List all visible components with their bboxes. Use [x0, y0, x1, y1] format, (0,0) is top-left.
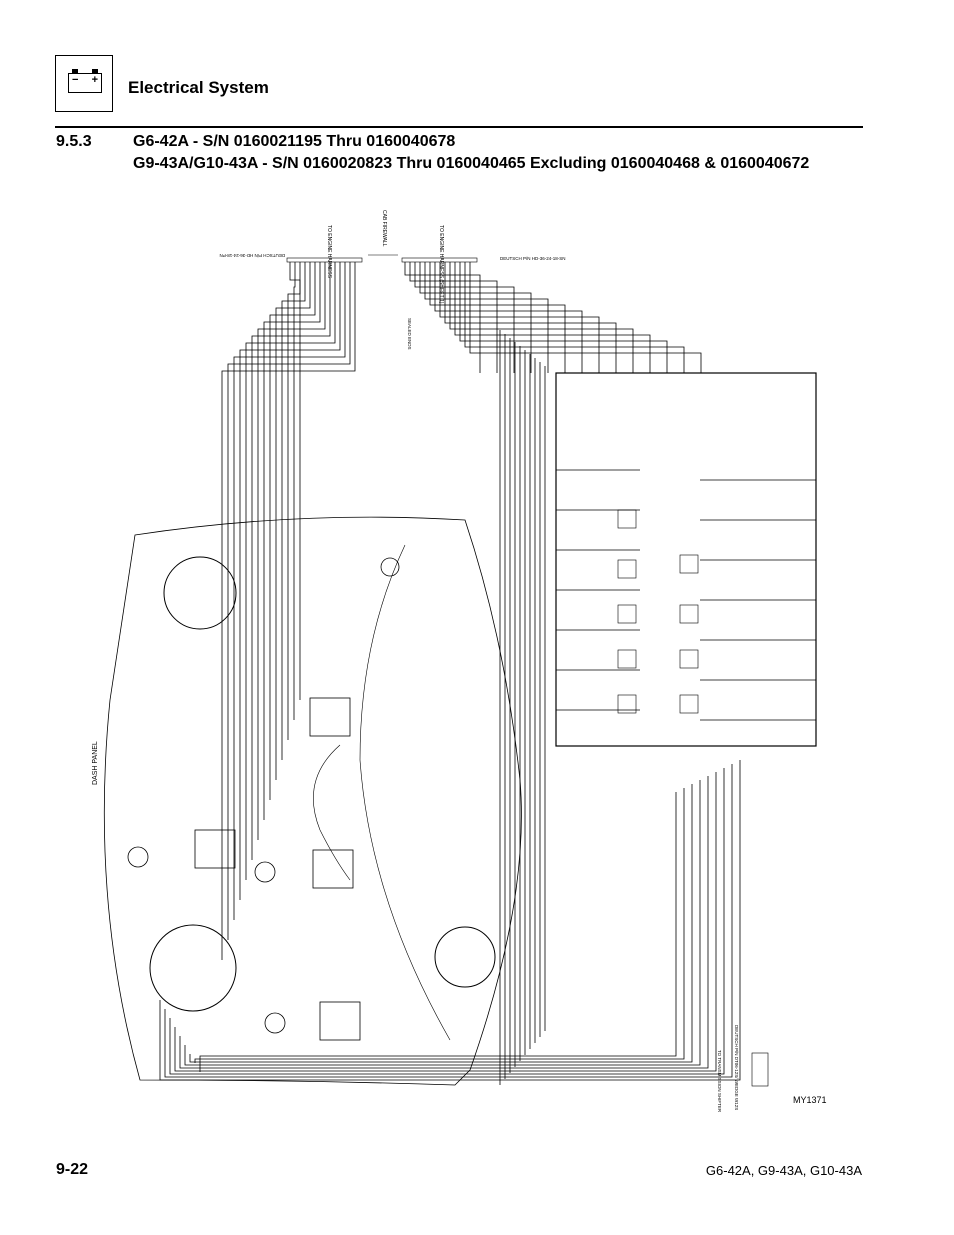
transmission-connector	[751, 1052, 769, 1087]
battery-icon: − +	[68, 69, 102, 93]
steering-curve	[313, 744, 351, 881]
indicator-lamp-2	[127, 846, 149, 868]
rocker-switch-2	[194, 829, 236, 869]
rocker-switch-1	[309, 697, 351, 737]
wire-bundle	[159, 262, 816, 1085]
sealed-ends-label: SEALED ENDS	[407, 318, 412, 350]
heading-line-1: G6-42A - S/N 0160021195 Thru 0160040678	[133, 133, 456, 150]
harness-right-label: TO ENGINE HARNESS (SHEET 1)	[438, 225, 444, 304]
section-title: Electrical System	[128, 78, 269, 97]
dash-panel-outline	[103, 516, 522, 1086]
indicator-lamp-1	[380, 557, 400, 577]
rocker-switch-3	[312, 849, 354, 889]
dash-panel-label: DASH PANEL	[92, 741, 99, 785]
connector-right-label: DEUTSCH P/N HD-36-24-18-SN	[500, 256, 566, 261]
firewall-label: CAB FIREWALL	[381, 210, 387, 247]
heading-number: 9.5.3	[56, 133, 92, 150]
battery-minus: −	[72, 74, 79, 86]
heading-line-2: G9-43A/G10-43A - S/N 0160020823 Thru 016…	[133, 155, 810, 172]
transmission-connector-label: DEUTSCH P/N DT06-12S/ WEDGE W12S	[734, 1025, 739, 1110]
ignition-switch	[434, 926, 496, 988]
relay-group	[617, 509, 699, 714]
section-icon-box: − +	[55, 55, 113, 112]
firewall-connector-left	[286, 257, 363, 263]
header-rule	[55, 126, 863, 128]
battery-plus: +	[91, 74, 98, 86]
firewall-connector-right	[401, 257, 478, 263]
rocker-switch-4	[319, 1001, 361, 1041]
page-number: 9-22	[56, 1161, 89, 1178]
connector-left-label: DEUTSCH P/N HD-36-24-18-PN	[219, 253, 285, 258]
fuel-gauge	[149, 924, 237, 1012]
transmission-label: TO TRANSMISSION SHIFTER	[717, 1050, 722, 1113]
indicator-lamp-4	[264, 1012, 286, 1034]
figure-id: MY1371	[793, 1095, 827, 1105]
inner-dash-curve	[359, 544, 451, 1041]
relay-panel	[555, 372, 817, 747]
footer-models: G6-42A, G9-43A, G10-43A	[705, 1163, 862, 1178]
harness-left-label: TO ENGINE HARNESS	[326, 225, 332, 279]
indicator-lamp-3	[254, 861, 276, 883]
hourmeter-gauge	[163, 556, 237, 630]
